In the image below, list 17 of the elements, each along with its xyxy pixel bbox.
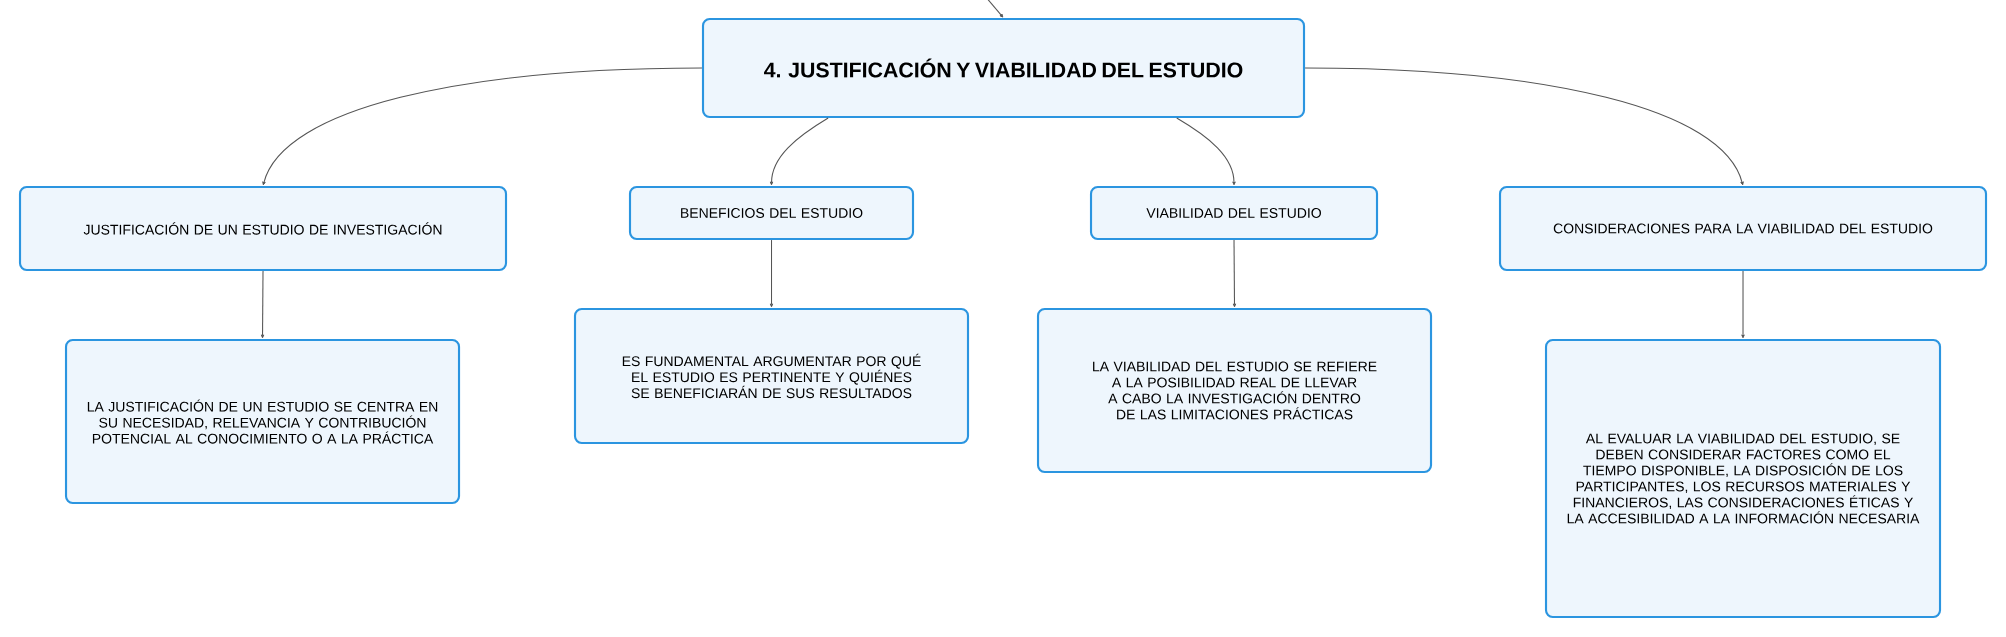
topic-box: 4. JUSTIFICACIÓN Y VIABILIDAD DEL ESTUDIO — [701, 17, 1306, 119]
connector-arrow — [1304, 67, 1744, 186]
description-box: ES FUNDAMENTAL ARGUMENTAR POR QUÉ EL ESTUDIO ES PERTINENTE Y QUIÉNES SE BENEFICIARÁN DE SUS RESULTADOS — [573, 307, 970, 445]
subtopic-box: JUSTIFICACIÓN DE UN ESTUDIO DE INVESTIGACIÓN — [18, 185, 508, 272]
connector-arrow — [769, 239, 774, 308]
connector-arrow — [1232, 239, 1237, 308]
subtopic-box: CONSIDERACIONES PARA LA VIABILIDAD DEL ESTUDIO — [1498, 185, 1988, 272]
description-box: AL EVALUAR LA VIABILIDAD DEL ESTUDIO, SE DEBEN CONSIDERAR FACTORES COMO EL TIEMPO DISPONIBLE, LA DISPOSICIÓN DE LOS PARTICIPANTES, LOS RECURSOS MATERIALES Y FINANCIEROS, LAS CONSIDERACIONES ÉTICAS Y LA ACCESIBILIDAD A LA INFORMACIÓN NECESARIA — [1544, 338, 1942, 619]
connector-arrow — [769, 117, 829, 186]
description-box: LA JUSTIFICACIÓN DE UN ESTUDIO SE CENTRA EN SU NECESIDAD, RELEVANCIA Y CONTRIBUCIÓN POTENCIAL AL CONOCIMIENTO O A LA PRÁCTICA — [64, 338, 461, 505]
description-box: LA VIABILIDAD DEL ESTUDIO SE REFIERE A LA POSIBILIDAD REAL DE LLEVAR A CABO LA INVESTIGACIÓN DENTRO DE LAS LIMITACIONES PRÁCTICAS — [1036, 307, 1433, 474]
connector-arrow — [260, 270, 265, 339]
subtopic-box: BENEFICIOS DEL ESTUDIO — [628, 185, 915, 241]
connector-arrow — [1741, 270, 1745, 339]
subtopic-box: VIABILIDAD DEL ESTUDIO — [1089, 185, 1379, 241]
connector-arrow — [1176, 117, 1236, 186]
connector-arrow — [262, 67, 703, 186]
